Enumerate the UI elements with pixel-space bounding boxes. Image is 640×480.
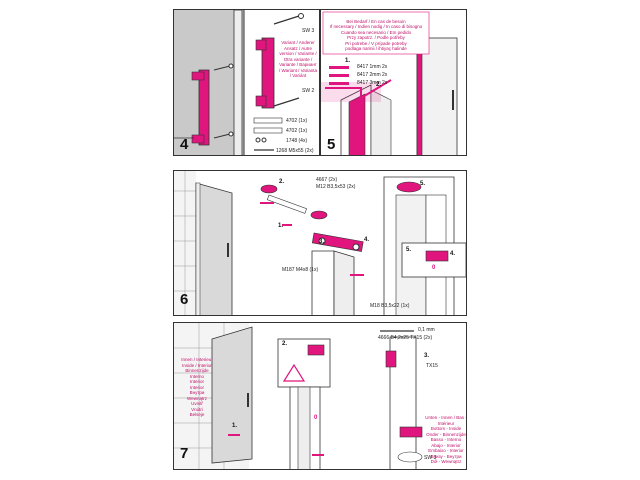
hinge-assembly-bottom xyxy=(311,232,364,252)
wrench-size-label: SW 2 xyxy=(302,88,315,94)
glass-door xyxy=(195,182,233,315)
panel-step-5: Bei Bedarf / En cas de besoin If necessa… xyxy=(320,9,467,156)
wrench-size-label: SW 3 xyxy=(302,28,315,34)
torx-size-label: TX15 xyxy=(426,363,438,369)
step-label: 1. xyxy=(345,58,351,64)
door-frame xyxy=(233,10,243,155)
step-number: 6 xyxy=(180,291,189,308)
step-label: 4. xyxy=(364,237,370,243)
part-label: M187 M4x8 (1x) xyxy=(282,267,319,273)
tile-wall xyxy=(174,171,196,315)
wall-profile xyxy=(416,37,423,155)
part-label: 4702 (1x) xyxy=(286,118,308,124)
handle-bar xyxy=(198,69,210,146)
trim-spec: 8417 1mm 2x xyxy=(357,64,388,70)
part-label: 1748 (4x) xyxy=(286,138,308,144)
step-label: 1. xyxy=(278,223,284,229)
trim-strips-icon xyxy=(329,66,349,85)
profile-detail xyxy=(385,336,423,469)
part-label: 1268 M5x55 (2x) xyxy=(276,148,314,154)
panel-step-4: 4 SW 3 Variant / Anderer Ansatz / Autre … xyxy=(173,9,320,156)
step-label: 3. xyxy=(319,239,325,245)
profile-column xyxy=(289,386,321,469)
parts-list xyxy=(253,117,283,151)
part-label: M18 B3,5x22 (1x) xyxy=(370,303,410,309)
variant-notice: Variant / Anderer Ansatz / Autre version… xyxy=(278,40,317,78)
step-label: 2. xyxy=(376,82,382,88)
wall-profile-column xyxy=(311,250,355,315)
step-number: 4 xyxy=(180,136,189,153)
step-label: 2. xyxy=(279,179,285,185)
part-label: 4667 (2x) xyxy=(316,177,338,183)
notice-box xyxy=(322,11,430,55)
part-label: M12 B3,5x53 (2x) xyxy=(316,184,356,190)
warning-icon xyxy=(282,363,306,382)
panel-5-drawing xyxy=(321,11,458,155)
gap-indicator: 0 xyxy=(432,265,436,271)
trim-spec: 8417 2mm 2x xyxy=(357,72,388,78)
step-number: 7 xyxy=(180,445,189,462)
step-number: 5 xyxy=(327,136,336,153)
screw-icon xyxy=(213,131,234,139)
wrench-size-label: SW 3 xyxy=(424,455,437,461)
panel-step-6: 6 2. 1. 3. 4. 5. 4. 5. 4667 (2x) M12 B3,… xyxy=(173,170,467,316)
bottom-inside-notice: Unten - Innen / Bas - Intérieur Bottom -… xyxy=(425,415,467,464)
panel-6-drawing xyxy=(174,171,466,315)
gap-indicator: 0 xyxy=(314,415,318,421)
step-label: 2. xyxy=(282,341,288,347)
trim-spec: 8417 3mm 2x xyxy=(357,80,388,86)
handle-exploded-view xyxy=(255,13,304,109)
glass-panel xyxy=(416,37,458,155)
panel-step-7: 7 Innen / Interieur Inside / Interior Bi… xyxy=(173,322,467,470)
panel-4-drawing xyxy=(174,10,304,155)
step-label: 3. xyxy=(424,353,430,359)
step-label: 5. xyxy=(406,247,412,253)
glass-door xyxy=(211,326,253,464)
conditional-notice: Bei Bedarf / En cas de besoin If necessa… xyxy=(329,18,423,52)
step-label: 4. xyxy=(450,251,456,257)
step-label: 5. xyxy=(420,181,426,187)
screw-icon xyxy=(213,63,234,71)
hinge-assembly-top xyxy=(260,184,328,220)
inside-notice: Innen / Interieur Inside / Interior Binn… xyxy=(181,357,213,417)
direction-arrow xyxy=(325,79,392,100)
panel-7-drawing xyxy=(174,323,423,469)
step-label: 1. xyxy=(232,423,238,429)
part-label: 4666 B4,2x25 TX15 (2x) xyxy=(378,335,433,341)
profile-closeup xyxy=(340,84,392,155)
part-label: 4702 (1x) xyxy=(286,128,308,134)
part-label: 0,1 mm xyxy=(418,327,435,333)
